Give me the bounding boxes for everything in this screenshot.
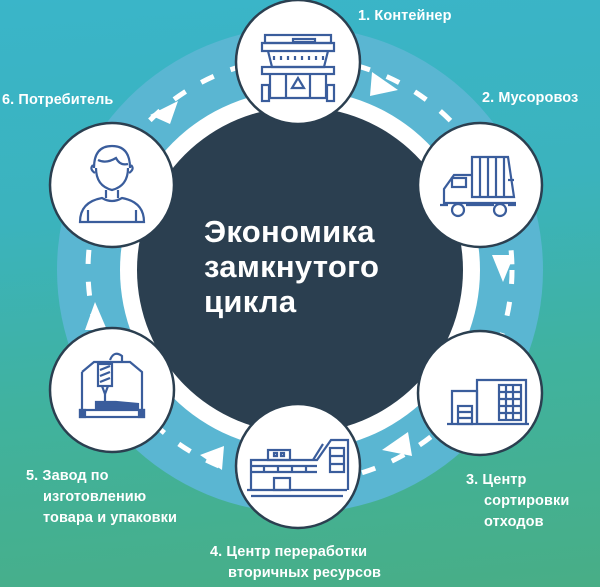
- center-circle: [137, 107, 463, 433]
- center-title-line-1: Экономика: [204, 214, 375, 249]
- center-title: Экономика замкнутого цикла: [204, 214, 424, 319]
- step-label-3: 3. Центр сортировки отходов: [466, 470, 569, 533]
- arrow-icon: [150, 101, 178, 124]
- waste-container-icon: [260, 33, 336, 103]
- center-title-line-3: цикла: [204, 284, 297, 319]
- arrow-icon: [370, 72, 398, 96]
- step-label-3-line-1: 3. Центр: [466, 472, 527, 488]
- arrow-icon: [85, 302, 107, 330]
- step-label-5-line-3: товара и упаковки: [43, 510, 178, 526]
- garbage-truck-icon: [440, 155, 516, 218]
- step-label-2: 2. Мусоровоз: [482, 88, 578, 109]
- step-label-4-line-1: 4. Центр переработки: [210, 544, 368, 560]
- manufacturing-machine-icon: [78, 352, 146, 419]
- step-node-3: [416, 329, 544, 457]
- consumer-person-icon: [78, 144, 146, 224]
- step-label-5: 5. Завод по изготовлению товара и упаков…: [26, 466, 177, 529]
- step-label-1: 1. Контейнер: [358, 6, 452, 27]
- step-label-6: 6. Потребитель: [2, 90, 113, 111]
- flow-arrows: [85, 72, 514, 470]
- step-label-3-line-2: сортировки: [484, 493, 570, 509]
- step-node-1: [234, 0, 362, 126]
- step-label-6-text: 6. Потребитель: [2, 92, 114, 108]
- center-title-line-2: замкнутого: [204, 249, 380, 284]
- step-node-4: [234, 402, 362, 530]
- arrow-icon: [492, 255, 514, 282]
- step-label-3-line-3: отходов: [484, 514, 544, 530]
- step-label-5-line-1: 5. Завод по: [26, 468, 109, 484]
- step-node-2: [416, 121, 544, 249]
- step-node-5: [48, 326, 176, 454]
- step-label-4-line-2: вторичных ресурсов: [228, 565, 382, 581]
- step-label-5-line-2: изготовлению: [43, 489, 147, 505]
- recycling-plant-icon: [247, 438, 350, 498]
- step-label-2-text: 2. Мусоровоз: [482, 90, 579, 106]
- step-label-4: 4. Центр переработки вторичных ресурсов: [210, 542, 381, 584]
- step-node-6: [48, 121, 176, 249]
- step-label-1-text: 1. Контейнер: [358, 8, 452, 24]
- arrow-icon: [200, 446, 224, 470]
- arrow-icon: [382, 432, 412, 456]
- sorting-center-building-icon: [447, 378, 529, 426]
